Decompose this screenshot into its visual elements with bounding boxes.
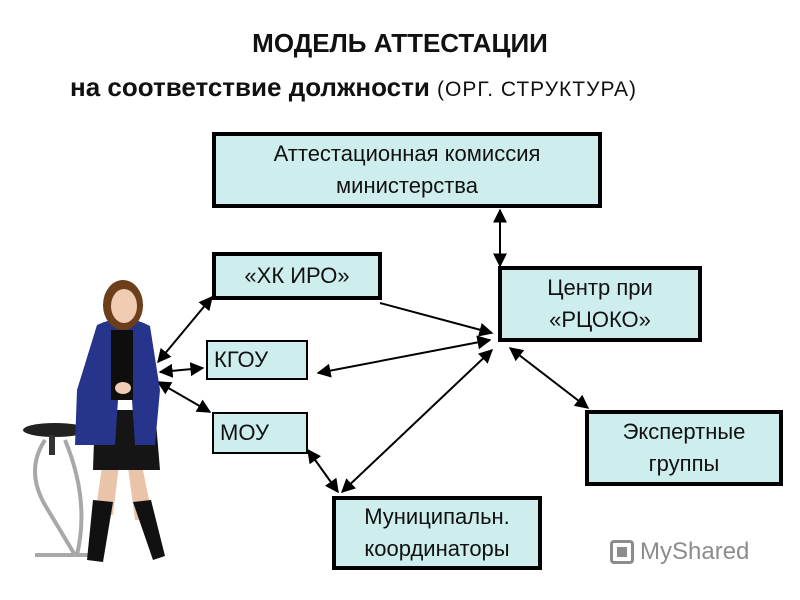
node-commission: Аттестационная комиссия министерства: [212, 132, 602, 208]
node-experts-line2: группы: [648, 451, 720, 476]
node-hk-iro-label: «ХК ИРО»: [244, 263, 350, 288]
diagram-title: МОДЕЛЬ АТТЕСТАЦИИ: [252, 28, 548, 58]
person-hand: [115, 382, 131, 394]
diagram-subtitle: на соответствие должности (ОРГ. СТРУКТУР…: [70, 72, 637, 103]
node-center-line1: Центр при: [547, 275, 653, 300]
node-center: Центр при «РЦОКО»: [498, 266, 702, 342]
arrow-mou-municipal: [307, 448, 339, 494]
node-municipal-line1: Муниципальн.: [364, 504, 510, 529]
node-municipal: Муниципальн. координаторы: [332, 496, 542, 570]
subtitle-note: (ОРГ. СТРУКТУРА): [437, 78, 638, 101]
presentation-icon: [610, 540, 634, 564]
node-commission-line1: Аттестационная комиссия: [273, 141, 541, 166]
node-mou-label: МОУ: [220, 420, 269, 445]
node-hk-iro: «ХК ИРО»: [212, 252, 382, 300]
arrow-person-kgou: [158, 362, 205, 378]
arrow-municipal-center: [340, 349, 494, 493]
person-face: [111, 289, 137, 323]
person-illustration: [23, 280, 165, 562]
arrow-hkiro-center: [379, 302, 494, 337]
node-municipal-line2: координаторы: [364, 536, 510, 561]
node-center-line2: «РЦОКО»: [549, 307, 651, 332]
person-top: [111, 330, 133, 400]
person-boots: [87, 500, 165, 562]
node-kgou-label: КГОУ: [214, 347, 269, 372]
watermark-text: MyShared: [640, 538, 750, 565]
arrow-kgou-center: [316, 335, 492, 378]
node-experts: Экспертные группы: [585, 410, 783, 486]
node-experts-line1: Экспертные: [622, 419, 746, 444]
arrow-center-experts: [508, 347, 590, 409]
subtitle-main: на соответствие должности: [70, 72, 430, 102]
stool-post: [49, 435, 55, 455]
node-mou: МОУ: [212, 412, 308, 454]
watermark: MyShared: [610, 538, 749, 566]
stool-seat: [23, 423, 87, 437]
arrow-person-hkiro: [157, 295, 213, 364]
node-kgou: КГОУ: [206, 340, 308, 380]
node-commission-line2: министерства: [336, 173, 478, 198]
stool-frame: [33, 438, 90, 557]
arrow-person-mou: [156, 381, 212, 413]
